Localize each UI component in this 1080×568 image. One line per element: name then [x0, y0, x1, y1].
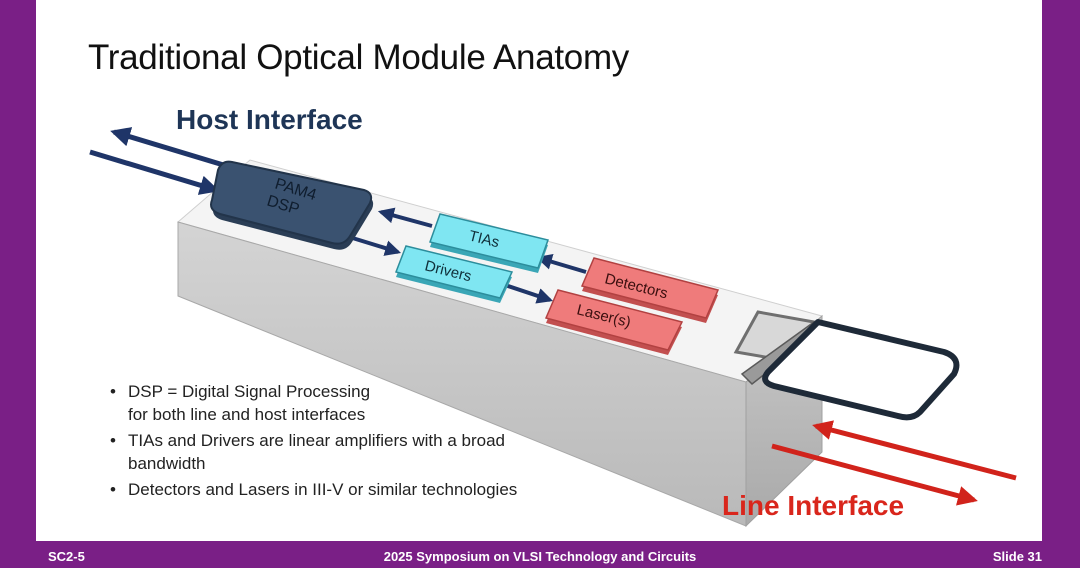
footer-slide-number: Slide 31: [992, 549, 1042, 564]
detectors-block: Detectors: [580, 257, 720, 323]
tias-label: TIAs: [467, 227, 501, 251]
notes-list: DSP = Digital Signal Processing for both…: [108, 380, 688, 504]
footer-session-code: SC2-5: [48, 549, 85, 564]
note-item: DSP = Digital Signal Processing for both…: [110, 380, 688, 426]
note-text: TIAs and Drivers are linear amplifiers w…: [128, 431, 505, 450]
pull-tab: [762, 319, 960, 421]
pam4-dsp-block: PAM4 DSP: [210, 160, 374, 250]
lasers-block: Laser(s): [544, 289, 684, 355]
host-interface-arrows: [89, 127, 241, 195]
note-item: TIAs and Drivers are linear amplifiers w…: [110, 429, 688, 475]
tias-block: TIAs: [429, 213, 549, 273]
note-text: Detectors and Lasers in III-V or similar…: [128, 480, 518, 499]
line-interface-arrows: [771, 420, 1017, 506]
note-item: Detectors and Lasers in III-V or similar…: [110, 478, 688, 501]
drivers-block: Drivers: [394, 245, 514, 303]
arrow-dsp-to-drivers: [345, 234, 402, 256]
footer-conference-name: 2025 Symposium on VLSI Technology and Ci…: [383, 549, 697, 564]
slide-title: Traditional Optical Module Anatomy: [88, 38, 629, 77]
optical-connector: [733, 310, 960, 421]
host-arrow-out: [110, 127, 241, 173]
note-text-continued: bandwidth: [128, 454, 206, 473]
arrow-detectors-to-tias: [535, 253, 587, 274]
line-arrow-in: [812, 420, 1017, 481]
host-interface-label: Host Interface: [176, 104, 363, 135]
slide-footer: SC2-5 2025 Symposium on VLSI Technology …: [0, 541, 1080, 568]
line-interface-label: Line Interface: [722, 490, 905, 521]
note-text-continued: for both line and host interfaces: [128, 405, 366, 424]
line-arrow-out: [771, 443, 978, 506]
host-arrow-in: [89, 149, 220, 195]
slide: Traditional Optical Module Anatomy Host …: [36, 0, 1042, 541]
arrow-tia-to-dsp: [377, 207, 433, 228]
note-text: DSP = Digital Signal Processing: [128, 382, 371, 401]
